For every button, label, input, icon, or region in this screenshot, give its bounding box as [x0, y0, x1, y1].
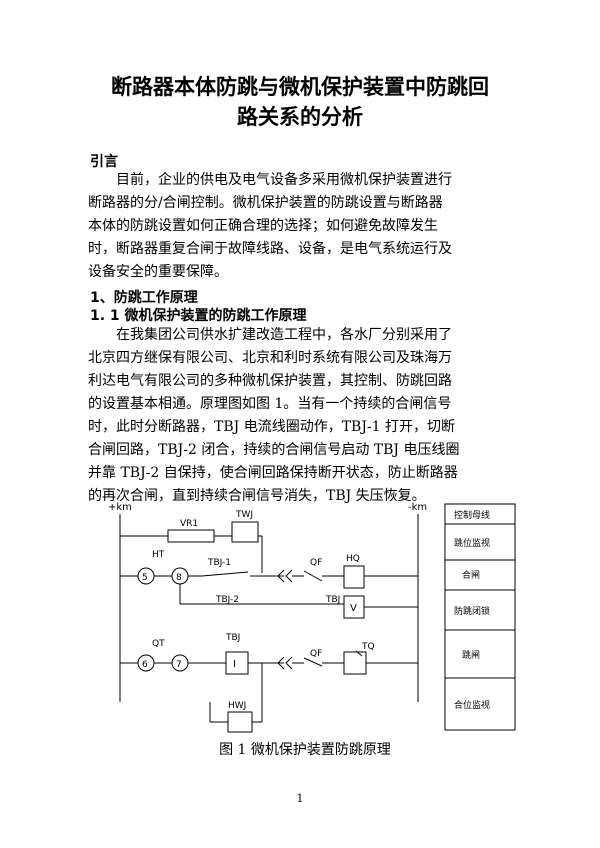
section-heading: 1、防跳工作原理 — [90, 290, 198, 306]
section-line: 利达电气有限公司的多种微机保护装置，其控制、防跳回路 — [88, 373, 452, 389]
hq-label: HQ — [346, 554, 360, 564]
intro-line: 时，断路器重复合闸于故障线路、设备，是电气系统运行及 — [88, 241, 452, 257]
hwj-relay — [227, 711, 253, 733]
minus-km-label: -km — [408, 502, 427, 513]
legend-close: 合闸 — [462, 569, 480, 581]
figure-caption: 图 1 微机保护装置防跳原理 — [219, 742, 391, 758]
tbj-current-coil — [225, 651, 249, 675]
qf2-label: QF — [310, 649, 322, 659]
ht-label: HT — [152, 550, 165, 560]
contact-8-label: 8 — [176, 573, 182, 583]
tbj1-contact — [201, 571, 249, 577]
legend-control-bus: 控制母线 — [454, 509, 490, 521]
paper-title-line-1: 断路器本体防跳与微机保护装置中防跳回 — [111, 75, 489, 99]
twj-label: TWJ — [235, 510, 253, 520]
plus-km-label: +km — [108, 502, 132, 513]
anti-pump-circuit-diagram: +km -km VR1 TWJ HT 5 8 TBJ-1 QF HQ TBJ-2… — [108, 502, 516, 733]
qf2-plug-symbol — [277, 656, 293, 670]
paper-title-line-2: 路关系的分析 — [237, 105, 363, 129]
intro-line: 断路器的分/合闸控制。微机保护装置的防跳设置与断路器 — [88, 195, 443, 211]
intro-heading: 引言 — [90, 154, 118, 170]
section-line: 的再次合闸，直到持续合闸信号消失，TBJ 失压恢复。 — [88, 488, 426, 504]
page-number: 1 — [296, 792, 304, 805]
qf1-contact — [303, 570, 323, 582]
intro-paragraph: 目前，企业的供电及电气设备多采用微机保护装置进行 断路器的分/合闸控制。微机保护… — [88, 169, 513, 284]
tbj-i-coil-label: TBJ — [225, 633, 240, 643]
hq-coil — [343, 565, 365, 589]
section-line: 并靠 TBJ-2 自保持，使合闸回路保持断开状态，防止断路器 — [88, 465, 458, 481]
contact-7-label: 7 — [176, 660, 182, 670]
i-label: I — [233, 659, 236, 670]
qf1-label: QF — [310, 558, 322, 568]
intro-line: 目前，企业的供电及电气设备多采用微机保护装置进行 — [116, 172, 452, 188]
hwj-label: HWJ — [228, 701, 246, 711]
intro-line: 设备安全的重要保障。 — [88, 264, 228, 280]
tbj1-label: TBJ-1 — [207, 558, 231, 568]
function-legend-table — [444, 503, 516, 731]
twj-relay — [231, 521, 259, 543]
tq-coil — [343, 651, 367, 675]
qt-label: QT — [152, 639, 165, 649]
intro-line: 本体的防跳设置如何正确合理的选择；如何避免故障发生 — [88, 218, 438, 234]
legend-trip-position-monitor: 跳位监视 — [454, 537, 490, 549]
section-line: 合闸回路，TBJ-2 闭合，持续的合闸信号启动 TBJ 电压线圈 — [88, 442, 460, 458]
qf1-plug-symbol — [277, 569, 293, 583]
tbj-v-coil-label: TBJ — [325, 595, 340, 605]
vr1-resistor — [167, 529, 215, 543]
legend-close-position-monitor: 合位监视 — [454, 699, 490, 711]
contact-6-label: 6 — [142, 660, 148, 670]
section-line: 的设置基本相通。原理图如图 1。当有一个持续的合闸信号 — [88, 396, 452, 412]
vr1-label: VR1 — [180, 519, 198, 529]
tbj2-label: TBJ-2 — [215, 595, 239, 605]
contact-5-label: 5 — [142, 573, 148, 583]
qf2-contact — [303, 657, 323, 667]
legend-anti-pump-lock: 防跳闭锁 — [454, 605, 490, 617]
section-line: 在我集团公司供水扩建改造工程中，各水厂分别采用了 — [116, 327, 452, 343]
legend-trip: 跳闸 — [462, 649, 480, 661]
section-line: 时，此时分断路器，TBJ 电流线圈动作，TBJ-1 打开，切断 — [88, 419, 456, 435]
v-label: V — [350, 603, 357, 614]
subsection-heading: 1. 1 微机保护装置的防跳工作原理 — [90, 308, 307, 324]
tq-label: TQ — [361, 642, 375, 652]
section-paragraph: 在我集团公司供水扩建改造工程中，各水厂分别采用了 北京四方继保有限公司、北京和利… — [88, 324, 513, 508]
section-line: 北京四方继保有限公司、北京和利时系统有限公司及珠海万 — [88, 350, 452, 366]
